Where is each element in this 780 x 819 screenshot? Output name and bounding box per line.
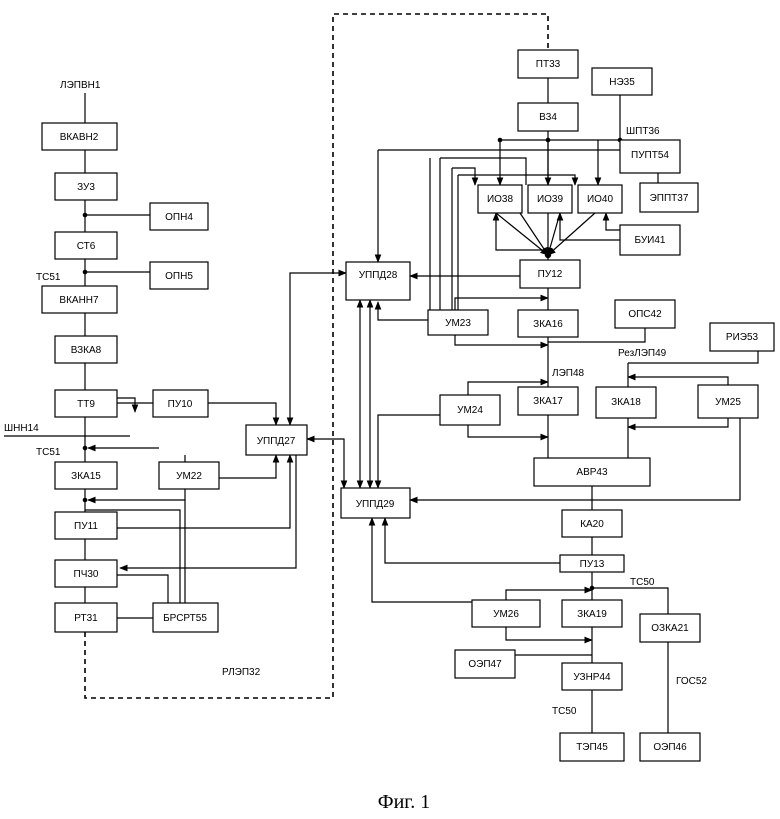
label-ozka21: ОЗКА21 [651, 623, 689, 634]
label-pu13: ПУ13 [580, 559, 605, 570]
label-rezlep49: РезЛЭП49 [618, 348, 667, 359]
label-brsrt55: БРСРТ55 [163, 613, 207, 624]
label-opn5: ОПН5 [165, 271, 193, 282]
label-vkann7: ВКАНН7 [59, 295, 99, 306]
label-uppd28: УППД28 [359, 270, 398, 281]
label-ts50-bottom: ТС50 [552, 706, 577, 717]
label-vzka8: ВЗКА8 [71, 345, 102, 356]
label-zka17: ЗКА17 [533, 396, 563, 407]
label-io40: ИО40 [587, 194, 614, 205]
label-uppd27: УППД27 [257, 436, 296, 447]
label-rlep32: РЛЭП32 [222, 667, 261, 678]
label-opn4: ОПН4 [165, 212, 193, 223]
label-lepvn1: ЛЭПВН1 [60, 80, 101, 91]
label-pu11: ПУ11 [74, 521, 98, 532]
label-ts50-top: ТС50 [630, 577, 655, 588]
label-v34: В34 [539, 112, 557, 123]
label-st6: СТ6 [77, 241, 96, 252]
label-io39: ИО39 [537, 194, 564, 205]
label-zka15: ЗКА15 [71, 471, 101, 482]
label-oep46: ОЭП46 [653, 742, 687, 753]
label-tt9: ТТ9 [77, 399, 95, 410]
label-um23: УМ23 [445, 318, 471, 329]
label-rt31: РТ31 [74, 613, 98, 624]
label-tep45: ТЭП45 [576, 742, 608, 753]
label-ne35: НЭ35 [609, 77, 635, 88]
label-zka18: ЗКА18 [611, 397, 641, 408]
label-pu12: ПУ12 [538, 269, 563, 280]
label-ts51-bottom: ТС51 [36, 447, 61, 458]
label-um22: УМ22 [176, 471, 202, 482]
label-avr43: АВР43 [576, 467, 608, 478]
figure-caption: Фиг. 1 [378, 791, 430, 813]
label-um26: УМ26 [493, 609, 519, 620]
block-uppd28 [346, 262, 410, 300]
label-oep47: ОЭП47 [468, 659, 502, 670]
label-shnn14: ШНН14 [4, 423, 39, 434]
label-zu3: ЗУ3 [77, 182, 95, 193]
label-uznr44: УЗНР44 [573, 672, 611, 683]
label-pt33: ПТ33 [536, 59, 561, 70]
label-rie53: РИЭ53 [726, 332, 759, 343]
label-bui41: БУИ41 [635, 235, 666, 246]
label-uppd29: УППД29 [356, 499, 395, 510]
label-pu10: ПУ10 [168, 399, 193, 410]
label-pch30: ПЧ30 [74, 569, 99, 580]
label-gos52: ГОС52 [676, 676, 707, 687]
label-zka16: ЗКА16 [533, 319, 563, 330]
label-zka19: ЗКА19 [577, 609, 607, 620]
label-um24: УМ24 [457, 405, 483, 416]
label-lep48: ЛЭП48 [552, 368, 584, 379]
label-ka20: КА20 [580, 519, 604, 530]
label-um25: УМ25 [715, 397, 741, 408]
label-pupt54: ПУПТ54 [631, 150, 669, 161]
label-ts51-top: ТС51 [36, 272, 61, 283]
label-io38: ИО38 [487, 194, 514, 205]
label-vkavn2: ВКАВН2 [60, 132, 99, 143]
label-eppt37: ЭППТ37 [650, 193, 689, 204]
label-shpt36: ШПТ36 [626, 126, 660, 137]
label-ops42: ОПС42 [628, 309, 662, 320]
